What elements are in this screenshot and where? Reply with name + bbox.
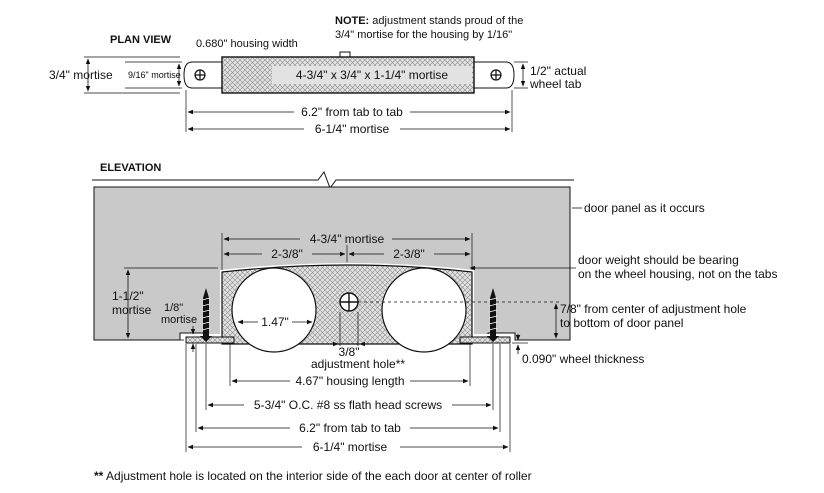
right-wheel xyxy=(381,267,467,353)
mortise-18-a: 1/8" xyxy=(164,302,183,314)
plan-tab-to-tab: 6.2" from tab to tab xyxy=(301,105,403,119)
crosshair-hole-icon xyxy=(194,69,206,81)
crosshair-hole-icon xyxy=(339,292,359,312)
wheel-thickness: 0.090" wheel thickness xyxy=(522,352,644,366)
elevation-title: ELEVATION xyxy=(100,162,161,174)
elevation-view: ELEVATION xyxy=(92,162,777,454)
screw-icon xyxy=(487,288,499,342)
plan-note-line2: 3/4" mortise for the housing by 1/16" xyxy=(335,29,512,41)
screws-label: 5-3/4" O.C. #8 ss flath head screws xyxy=(254,398,442,412)
plan-center-label: 4-3/4" x 3/4" x 1-1/4" mortise xyxy=(296,68,449,82)
plan-note-line1: NOTE: adjustment stands proud of the xyxy=(335,15,523,27)
crosshair-hole-icon xyxy=(490,69,502,81)
plan-wheel-tab-2: wheel tab xyxy=(529,77,582,91)
footnote: ** Adjustment hole is located on the int… xyxy=(94,469,532,483)
plan-mortise-total: 6-1/4" mortise xyxy=(315,122,390,136)
adjustment-nub xyxy=(339,51,351,58)
plan-view: PLAN VIEW NOTE: adjustment stands proud … xyxy=(49,15,586,136)
plan-wheel-tab-1: 1/2" actual xyxy=(530,64,586,78)
hole-size: 3/8" xyxy=(339,345,360,359)
elevation-mortise-total: 6-1/4" mortise xyxy=(313,440,388,454)
half-right-dim: 2-3/8" xyxy=(393,247,425,261)
elevation-mortise-434: 4-3/4" mortise xyxy=(310,232,385,246)
elevation-tab-to-tab: 6.2" from tab to tab xyxy=(299,421,401,435)
left-wheel xyxy=(231,267,317,353)
half-left-dim: 2-3/8" xyxy=(271,247,303,261)
center-note-1: 7/8" from center of adjustment hole xyxy=(560,302,747,316)
plan-view-title: PLAN VIEW xyxy=(110,34,172,46)
mortise-112-b: mortise xyxy=(112,303,152,317)
housing-length: 4.67" housing length xyxy=(295,374,404,388)
center-note-2: to bottom of door panel xyxy=(560,316,683,330)
wheel-diameter: 1.47" xyxy=(261,315,289,329)
plan-mortise-916: 9/16" mortise xyxy=(128,70,181,80)
door-panel-label: door panel as it occurs xyxy=(584,201,705,215)
break-line-icon xyxy=(92,170,574,190)
plan-mortise-34: 3/4" mortise xyxy=(49,68,113,82)
plan-tab-outline xyxy=(183,61,515,89)
adjustment-hole-label: adjustment hole** xyxy=(311,357,405,371)
screw-icon xyxy=(200,288,212,342)
right-tab xyxy=(459,336,511,344)
mortise-112-a: 1-1/2" xyxy=(112,289,144,303)
mortise-18-b: mortise xyxy=(161,314,197,326)
weight-note-2: on the wheel housing, not on the tabs xyxy=(578,267,777,281)
housing-width-label: 0.680" housing width xyxy=(196,38,298,50)
weight-note-1: door weight should be bearing xyxy=(578,253,739,267)
